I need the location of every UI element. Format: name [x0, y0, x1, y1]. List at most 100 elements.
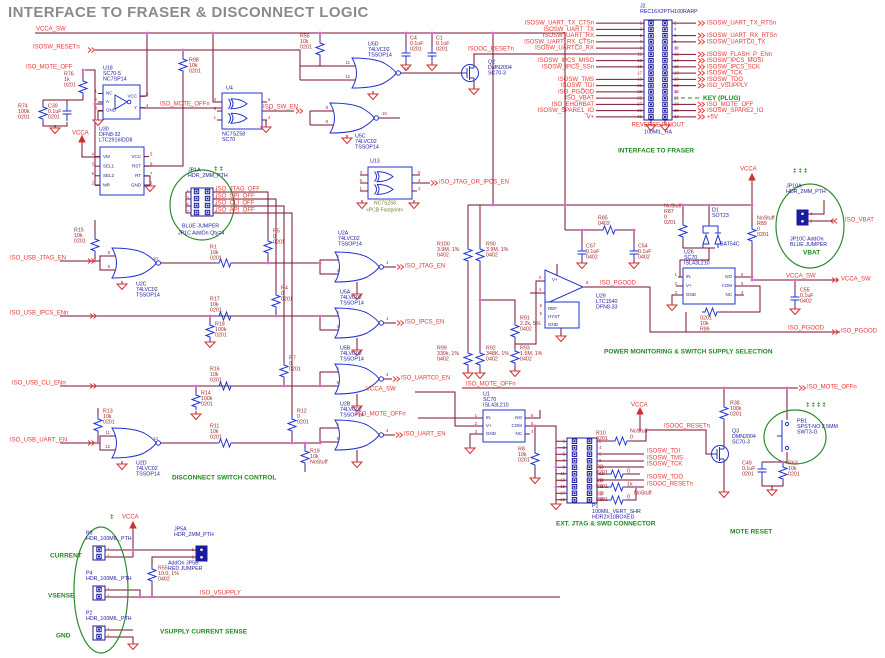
- label: 0.1uF: [742, 466, 756, 472]
- label: VCCA_SW: [366, 387, 396, 393]
- label: 348K, 1%: [486, 351, 509, 357]
- net-arrow-icon: [697, 51, 706, 58]
- label: 3: [95, 106, 98, 111]
- label: 5: [150, 152, 153, 157]
- label: ISOSW_IPCS_SSn: [542, 64, 594, 70]
- label: P1: [592, 503, 599, 509]
- ground-icon: [644, 124, 658, 132]
- label: ISL43L210: [483, 403, 509, 409]
- label: C4: [410, 35, 417, 41]
- label: ISOSW_UARTC0_TX: [707, 39, 765, 45]
- label: U5B: [340, 345, 351, 351]
- r89: [746, 226, 758, 244]
- label: U5A: [340, 289, 351, 295]
- wire: [319, 259, 341, 263]
- ground-icon: [399, 64, 413, 72]
- label: ISOOC_RESETn: [664, 424, 710, 430]
- label: TSSOP14: [355, 145, 379, 151]
- pin-pad-core: [650, 40, 652, 43]
- q3-mosfet: [711, 445, 729, 463]
- r100: [462, 246, 474, 264]
- pin-pad-core: [98, 548, 100, 551]
- ground-icon: [203, 341, 217, 349]
- label: ISO_MOTE_OFF: [26, 65, 73, 71]
- label: SWT3-G: [797, 430, 818, 436]
- label: 2: [107, 594, 110, 599]
- label: JP10C AddOn: [790, 236, 824, 242]
- junction-dot: [554, 465, 558, 469]
- label: 1: [675, 272, 678, 277]
- label: 0: [289, 361, 292, 367]
- ground-icon: [143, 185, 157, 193]
- power-arrow-icon: [129, 520, 137, 529]
- label: 0201: [788, 472, 800, 478]
- ground-icon: [91, 119, 105, 127]
- label: 2: [215, 189, 218, 194]
- net-arrow-icon: [430, 180, 439, 186]
- r63: [777, 464, 789, 482]
- label: 0201: [596, 484, 608, 490]
- label: ISOSW_IPCS_MOSI: [707, 58, 763, 64]
- label: ISOSW_UART_RX: [543, 33, 594, 39]
- net-arrow-icon: [697, 107, 706, 114]
- label: U2C: [136, 281, 147, 287]
- label: NoStuff: [664, 203, 682, 209]
- pin-pad-core: [664, 65, 666, 68]
- label: 0201: [64, 83, 76, 89]
- label: 5: [187, 203, 190, 208]
- label: 10k: [518, 452, 527, 458]
- label: 0201: [215, 333, 227, 339]
- label: ISOSW_TDO: [707, 77, 743, 83]
- pin-pad-core: [588, 485, 591, 488]
- label: 6: [92, 171, 95, 176]
- ground-icon: [467, 88, 481, 96]
- r9: [608, 481, 626, 493]
- label: 1: [386, 260, 389, 265]
- net-arrow-icon: [697, 70, 706, 76]
- label: 9: [108, 264, 111, 269]
- pin-pad-core: [206, 190, 209, 193]
- xor-glyph: [374, 183, 394, 195]
- label: IN: [686, 274, 691, 279]
- junction-dot: [491, 203, 495, 207]
- r90: [474, 246, 486, 264]
- label: MR: [103, 183, 111, 188]
- c39: [62, 104, 72, 121]
- junction-dot: [491, 31, 495, 35]
- label: 4: [146, 103, 149, 108]
- wire: [97, 110, 103, 118]
- label: 0402: [520, 357, 532, 363]
- ground-icon: [575, 262, 589, 270]
- wire: [583, 286, 840, 333]
- label: ISO_IPCS_EN: [405, 320, 444, 326]
- label: U18: [103, 65, 113, 71]
- junction-dot: [131, 548, 135, 552]
- d1-dual-diode: [702, 224, 722, 248]
- label: HDR_2MM_PTH: [174, 532, 214, 538]
- pin-pad: [801, 212, 804, 216]
- label: 2: [810, 218, 813, 223]
- c49: [757, 462, 767, 479]
- label: HDR_2MM_PTH: [188, 173, 228, 179]
- label: 2: [192, 554, 195, 559]
- junction-dot: [430, 31, 434, 35]
- label: JP10A: [786, 183, 802, 189]
- label: EXT. JTAG & SWD CONNECTOR: [556, 521, 656, 528]
- pin-pad-core: [195, 197, 198, 200]
- junction-dot: [181, 48, 185, 52]
- sense-circle: [73, 526, 129, 654]
- junction-dot: [404, 31, 408, 35]
- label: 0201: [189, 69, 201, 75]
- junction-dot: [638, 428, 642, 432]
- label: NoStuff: [310, 460, 328, 466]
- label: Y: [134, 105, 137, 110]
- j2-connector: [643, 19, 673, 121]
- r3: [608, 494, 626, 506]
- label: AddOn JP5B: [168, 560, 199, 566]
- ground-icon: [463, 447, 477, 455]
- label: 10k: [210, 429, 219, 435]
- label: <PCB Footprint>: [366, 207, 403, 213]
- wire: [85, 69, 100, 186]
- label: ISOSW_TDI: [647, 449, 680, 455]
- label: 5: [741, 281, 744, 286]
